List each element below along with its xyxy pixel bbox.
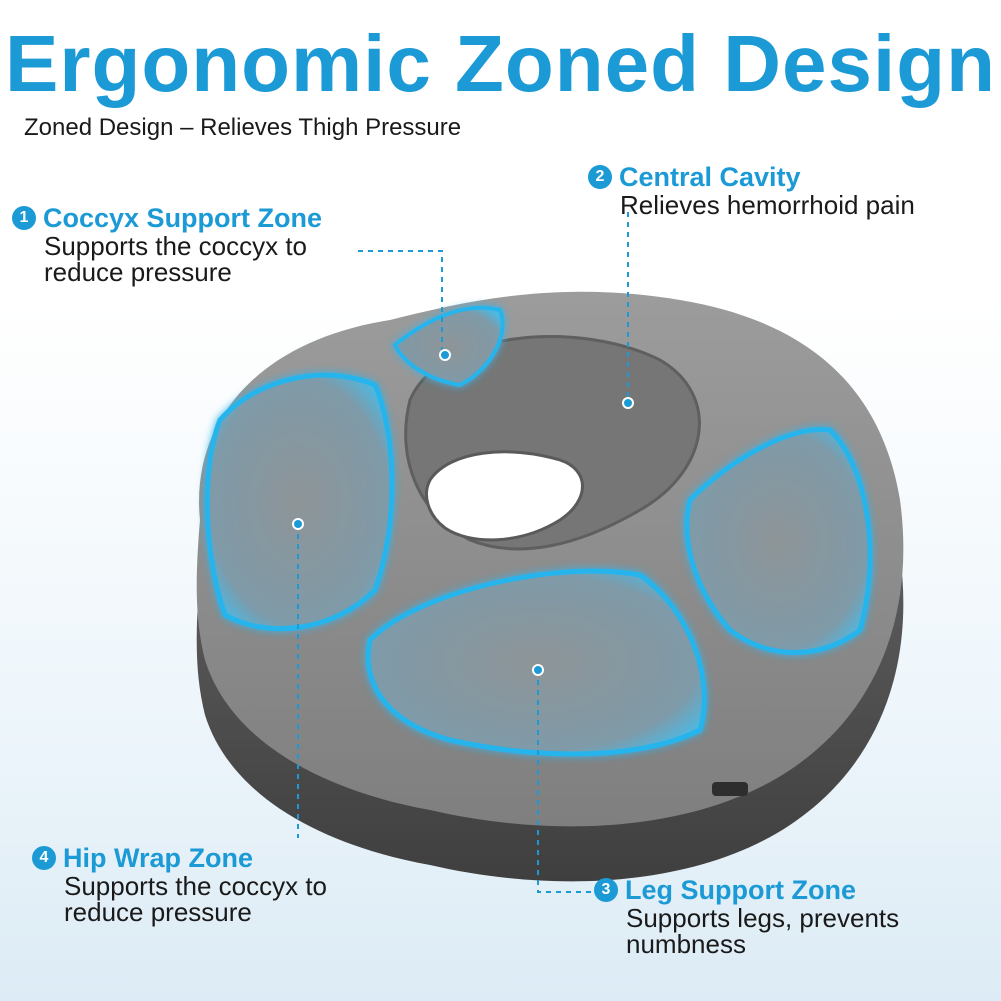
central-cavity-hole — [425, 450, 584, 542]
hip-wrap-zone — [204, 372, 395, 632]
page-subtitle: Zoned Design – Relieves Thigh Pressure — [24, 114, 462, 141]
leg-support-zone — [365, 568, 707, 757]
zone-title: Coccyx Support Zone — [43, 203, 323, 233]
zone-title: Leg Support Zone — [625, 875, 856, 905]
coccyx-marker-dot — [439, 349, 451, 361]
zone-description-line: Relieves hemorrhoid pain — [620, 190, 915, 220]
number-badge: 2 — [588, 165, 612, 189]
zone-title: Hip Wrap Zone — [63, 843, 254, 873]
callout-leg-support: 3 Leg Support Zone Supports legs, preven… — [594, 875, 899, 957]
leg-leader-line — [537, 670, 592, 893]
page-title: Ergonomic Zoned Design — [5, 19, 996, 108]
cavity-marker-dot — [622, 397, 634, 409]
hip-marker-dot — [292, 518, 304, 530]
zone-description-line: Supports the coccyx to — [64, 871, 328, 901]
number-badge: 4 — [32, 846, 56, 870]
number-badge: 3 — [594, 878, 618, 902]
right-thigh-zone — [684, 427, 873, 655]
zone-description-line: numbness — [626, 929, 746, 959]
zone-description-line: Supports the coccyx to — [44, 231, 308, 261]
callout-central-cavity: 2 Central Cavity Relieves hemorrhoid pai… — [588, 162, 915, 218]
zone-description-line: Supports legs, prevents — [626, 903, 900, 933]
zone-description-line: reduce pressure — [44, 257, 232, 287]
coccyx-leader-line — [358, 250, 443, 352]
zipper-pull — [712, 782, 748, 796]
callout-coccyx-support: 1 Coccyx Support Zone Supports the coccy… — [12, 203, 322, 285]
zone-title: Central Cavity — [619, 162, 801, 192]
zone-description-line: reduce pressure — [64, 897, 252, 927]
callout-hip-wrap: 4 Hip Wrap Zone Supports the coccyx to r… — [32, 843, 327, 925]
coccyx-support-zone — [392, 305, 505, 388]
number-badge: 1 — [12, 206, 36, 230]
leg-marker-dot — [532, 664, 544, 676]
